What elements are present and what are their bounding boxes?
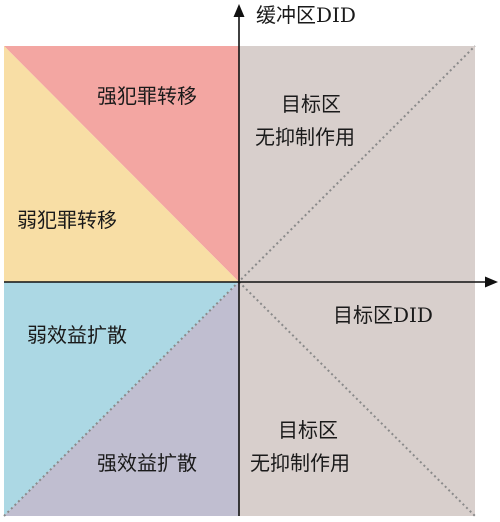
weak-diffusion-label: 弱效益扩散 (27, 323, 127, 347)
y-axis-label: 缓冲区DID (256, 3, 356, 27)
strong-transfer-label: 强犯罪转移 (97, 84, 197, 108)
x-axis-arrow (485, 276, 498, 288)
y-axis-arrow (233, 4, 245, 17)
strong-diffusion-label: 强效益扩散 (97, 451, 197, 475)
diagonal-line-lower-right (238, 281, 476, 517)
upper-right-quadrant (239, 46, 475, 282)
upper-right-label-line1: 目标区 (281, 92, 341, 116)
weak-transfer-label: 弱犯罪转移 (17, 208, 117, 232)
diagonal-line-main (3, 45, 476, 517)
x-axis-label: 目标区DID (333, 303, 433, 327)
upper-right-label-line2: 无抑制作用 (255, 125, 355, 149)
lower-right-label-line1: 目标区 (278, 418, 338, 442)
weak-transfer-region (4, 46, 239, 282)
lower-right-label-line2: 无抑制作用 (250, 451, 350, 475)
